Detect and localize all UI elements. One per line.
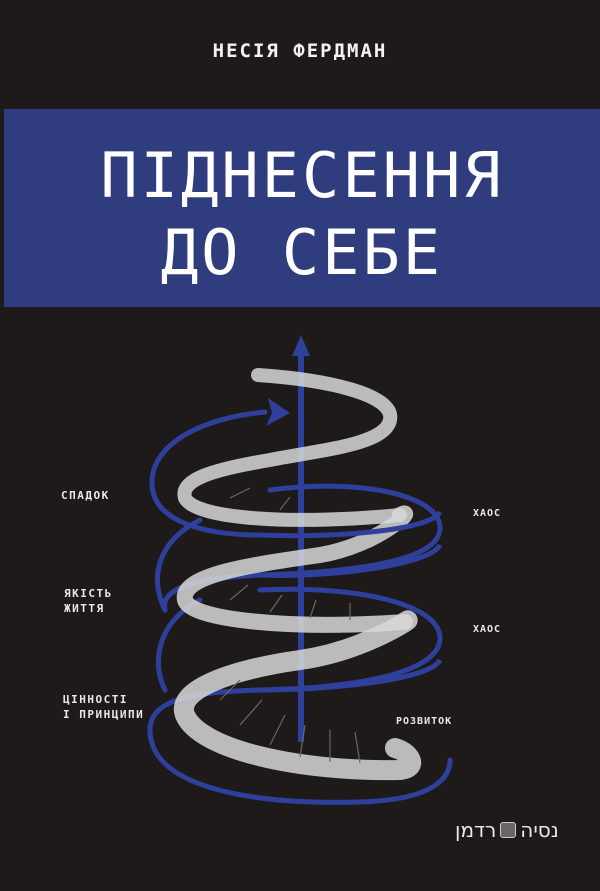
publisher-name-part1: נסיה	[520, 818, 559, 842]
publisher-emblem-icon	[500, 822, 517, 838]
label-spadok: СПАДОК	[61, 489, 110, 502]
staircase-steps	[219, 487, 361, 764]
upward-arrow-icon	[298, 352, 304, 742]
label-khaos-2: ХАОС	[473, 624, 502, 635]
title-banner: ПІДНЕСЕННЯ ДО СЕБЕ	[4, 109, 600, 307]
publisher-logo: נסיה רדמן	[455, 818, 559, 842]
spiral-staircase-illustration	[147, 335, 453, 805]
label-rozvytok: РОЗВИТОК	[396, 716, 453, 727]
title-line-1: ПІДНЕСЕННЯ	[100, 139, 504, 212]
publisher-name-part2: רדמן	[455, 818, 497, 842]
label-yakist-zhyttia: ЯКІСТЬ ЖИТТЯ	[64, 587, 113, 615]
label-khaos-1: ХАОС	[473, 508, 502, 519]
arrowhead-icon	[266, 398, 290, 426]
label-tsinnosti-i-pryntsypy: ЦІННОСТІ І ПРИНЦИПИ	[63, 693, 145, 721]
author-name: НЕСІЯ ФЕРДМАН	[212, 40, 388, 62]
title-line-2: ДО СЕБЕ	[160, 216, 444, 289]
